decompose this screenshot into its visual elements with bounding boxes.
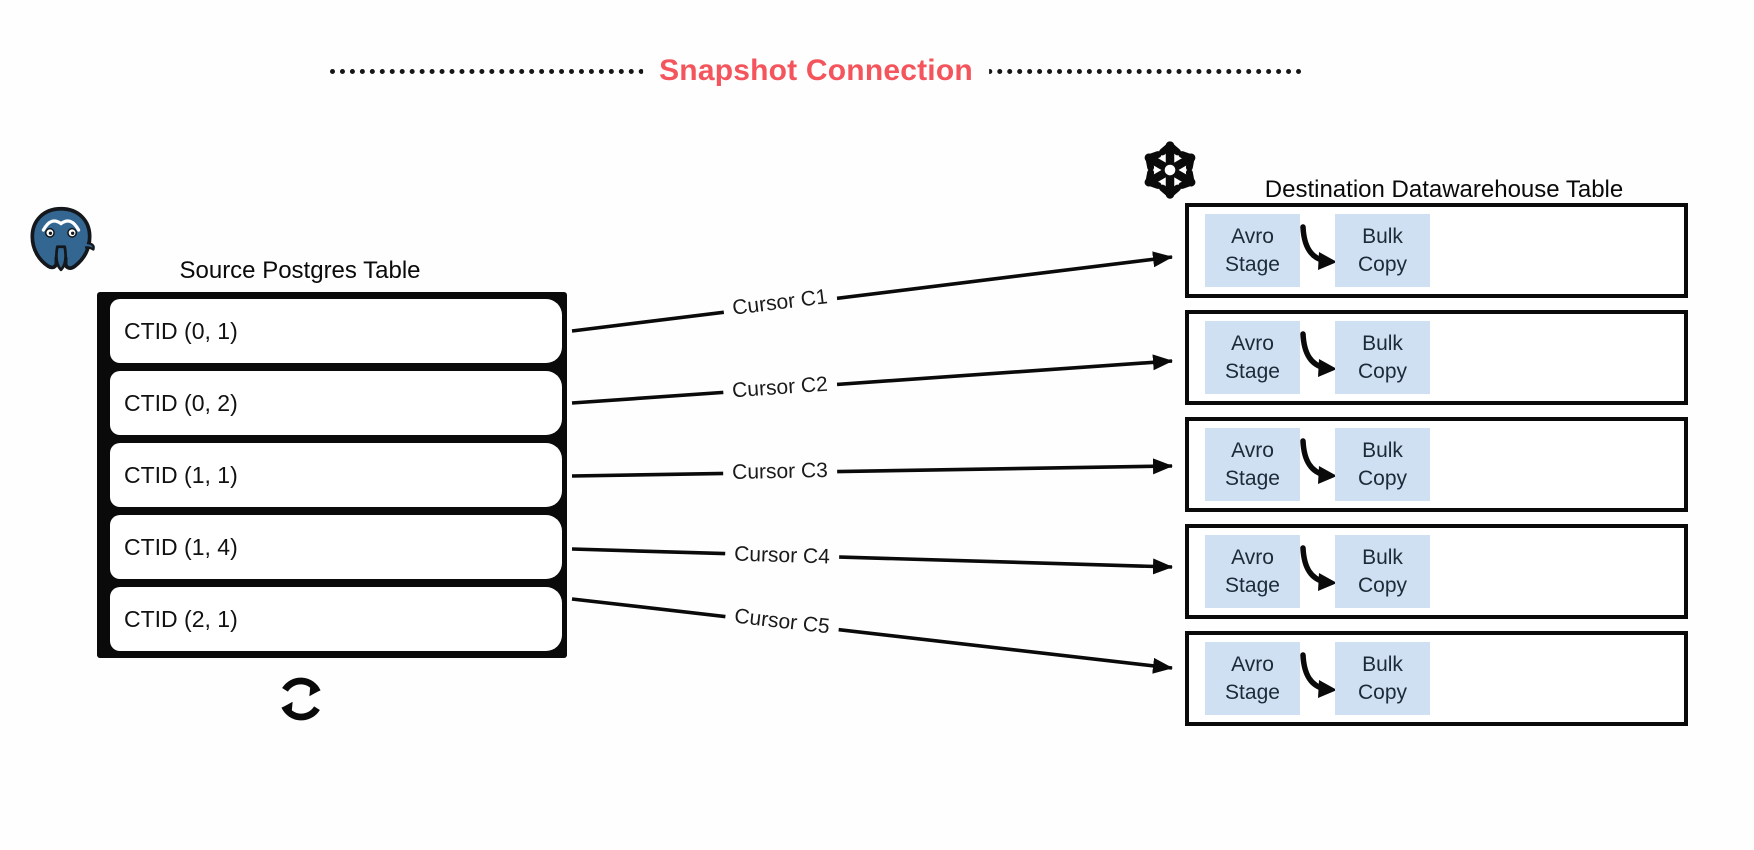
source-row: CTID (1, 4) (110, 515, 562, 579)
snowflake-icon (1144, 141, 1196, 199)
postgresql-elephant-icon (30, 206, 95, 272)
source-postgres-table: CTID (0, 1) CTID (0, 2) CTID (1, 1) CTID… (97, 292, 567, 658)
source-table-title: Source Postgres Table (179, 257, 421, 284)
stage-to-copy-arrow-icon (1300, 331, 1337, 377)
bulk-copy-chip: Bulk Copy (1335, 535, 1430, 608)
source-row: CTID (2, 1) (110, 587, 562, 651)
source-row: CTID (0, 2) (110, 371, 562, 435)
stage-to-copy-arrow-icon (1300, 545, 1337, 591)
bulk-copy-chip: Bulk Copy (1335, 321, 1430, 394)
cursor-label: Cursor C3 (722, 457, 838, 487)
avro-stage-chip: Avro Stage (1205, 321, 1300, 394)
source-row: CTID (1, 1) (110, 443, 562, 507)
source-row: CTID (0, 1) (110, 299, 562, 363)
stage-to-copy-arrow-icon (1300, 438, 1337, 484)
destination-row: Avro Stage Bulk Copy (1185, 417, 1688, 512)
cursor-label: Cursor C5 (724, 602, 840, 642)
destination-row: Avro Stage Bulk Copy (1185, 310, 1688, 405)
avro-stage-chip: Avro Stage (1205, 214, 1300, 287)
refresh-sync-icon (281, 677, 321, 721)
avro-stage-chip: Avro Stage (1205, 642, 1300, 715)
stage-to-copy-arrow-icon (1300, 652, 1337, 698)
cursor-label: Cursor C4 (724, 541, 840, 571)
destination-table-title: Destination Datawarehouse Table (1264, 176, 1624, 203)
destination-row: Avro Stage Bulk Copy (1185, 631, 1688, 726)
bulk-copy-chip: Bulk Copy (1335, 428, 1430, 501)
destination-row: Avro Stage Bulk Copy (1185, 203, 1688, 298)
diagram-title: Snapshot Connection (643, 54, 989, 88)
stage-to-copy-arrow-icon (1300, 224, 1337, 270)
avro-stage-chip: Avro Stage (1205, 535, 1300, 608)
cursor-label: Cursor C1 (721, 283, 839, 323)
destination-row: Avro Stage Bulk Copy (1185, 524, 1688, 619)
bulk-copy-chip: Bulk Copy (1335, 214, 1430, 287)
bulk-copy-chip: Bulk Copy (1335, 642, 1430, 715)
avro-stage-chip: Avro Stage (1205, 428, 1300, 501)
cursor-label: Cursor C2 (722, 371, 838, 405)
